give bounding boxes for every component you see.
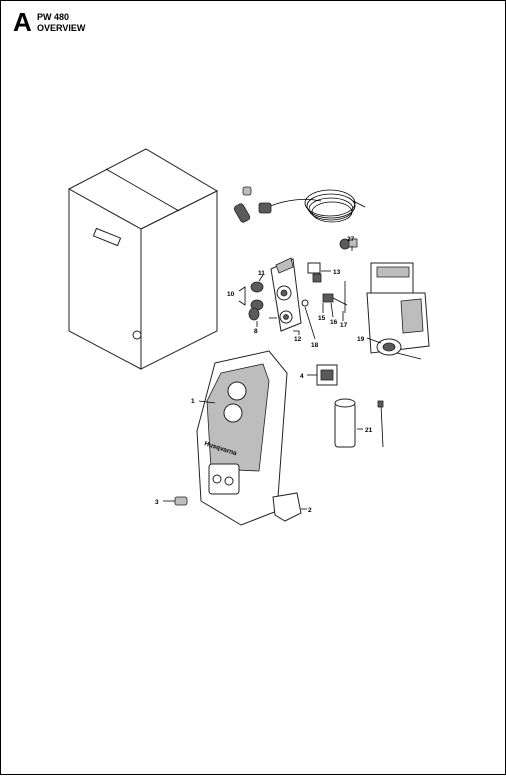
hose-holder	[272, 492, 302, 522]
callout-labels: 1 2 3 4 8 10 11 12 13 15 16 17 18 19 21 …	[155, 236, 373, 514]
leader-lines	[163, 246, 382, 510]
callout-18: 18	[311, 342, 319, 349]
callout-21: 21	[365, 427, 373, 434]
callout-13: 13	[333, 269, 341, 276]
inlet-connector	[174, 496, 188, 506]
filter-cartridge	[334, 398, 384, 448]
model-name: PW 480	[37, 12, 70, 22]
callout-4: 4	[300, 373, 304, 380]
packaging-box	[67, 148, 219, 370]
callout-16: 16	[330, 319, 338, 326]
main-housing: Husqvarna	[196, 350, 288, 526]
callout-1: 1	[191, 398, 195, 405]
callout-12: 12	[294, 336, 302, 343]
page-title: OVERVIEW	[37, 23, 86, 33]
pressure-switch-parts	[307, 262, 348, 313]
callout-15: 15	[318, 315, 326, 322]
callout-17: 17	[340, 322, 348, 329]
callout-11: 11	[258, 270, 265, 277]
motor-pump-assembly	[339, 238, 430, 360]
section-letter: A	[13, 7, 32, 37]
clip-part	[316, 364, 338, 386]
power-cable	[233, 186, 366, 223]
callout-27: 27	[347, 236, 355, 243]
callout-3: 3	[155, 499, 159, 506]
switch-panel-assembly	[248, 257, 309, 332]
callout-2: 2	[308, 507, 312, 514]
callout-8: 8	[254, 328, 258, 335]
callout-10: 10	[227, 291, 235, 298]
callout-19: 19	[357, 336, 365, 343]
